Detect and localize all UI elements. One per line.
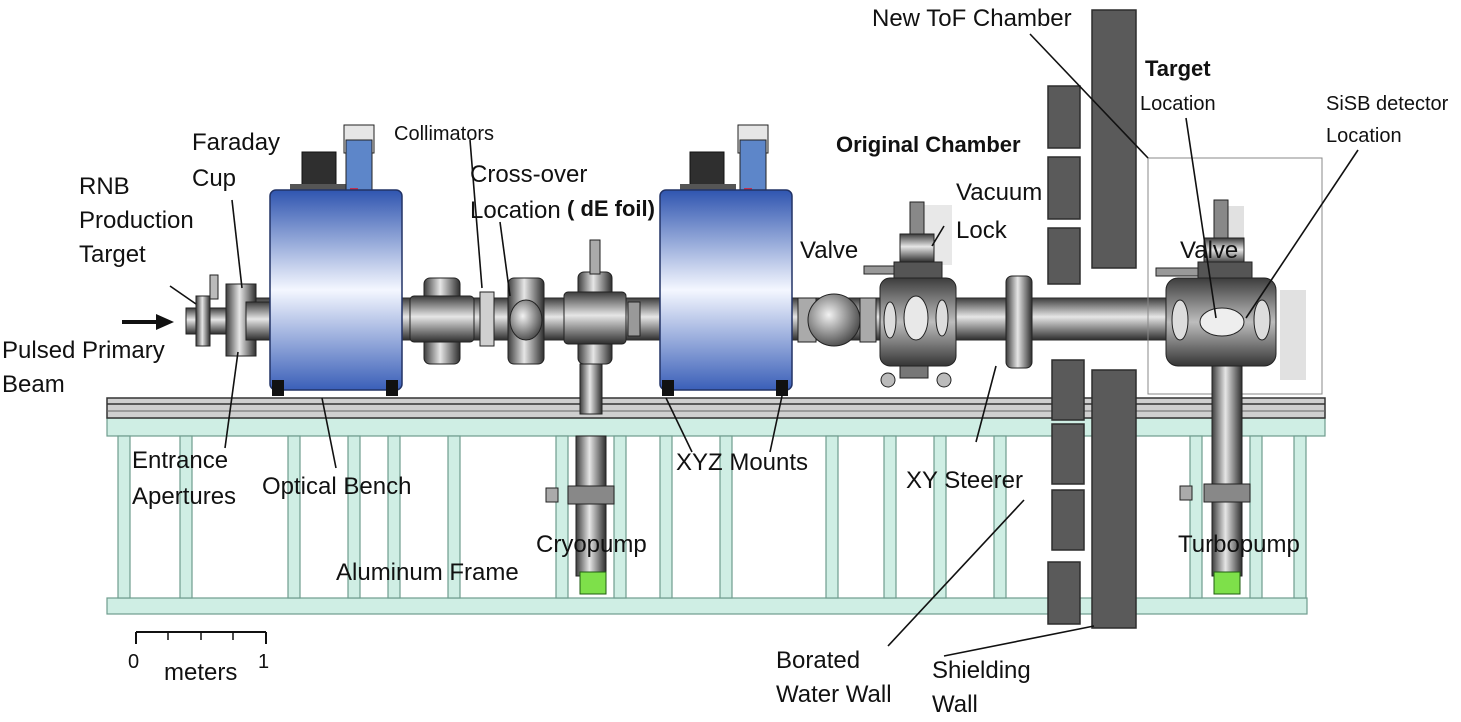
xy-steerer: [1006, 276, 1032, 368]
label-aluminum-frame: Aluminum Frame: [336, 559, 519, 586]
label-faraday-2: Cup: [192, 165, 236, 192]
label-vacuum-lock-2: Lock: [956, 217, 1008, 244]
label-sisb-1: SiSB detector: [1326, 93, 1449, 115]
label-pulsed-primary-1: Pulsed Primary: [2, 337, 165, 364]
label-borated-1: Borated: [776, 647, 860, 674]
borated-water-wall: [1048, 86, 1084, 624]
new-chamber: [1156, 200, 1306, 380]
label-optical-bench: Optical Bench: [262, 473, 411, 500]
label-faraday-1: Faraday: [192, 129, 280, 156]
faraday-cup: [226, 284, 270, 356]
label-entrance-1: Entrance: [132, 447, 228, 474]
scale-start: 0: [128, 651, 139, 673]
label-borated-2: Water Wall: [776, 681, 892, 708]
label-xy-steerer: XY Steerer: [906, 467, 1023, 494]
label-sisb-2: Location: [1326, 125, 1402, 147]
aluminum-frame: [107, 418, 1325, 614]
scale-unit: meters: [164, 659, 237, 686]
optical-bench: [107, 398, 1325, 418]
label-original-chamber: Original Chamber: [836, 132, 1021, 157]
label-xyz-mounts: XYZ Mounts: [676, 449, 808, 476]
label-valve-2: Valve: [1180, 237, 1238, 264]
scale-bar: 0 meters 1: [128, 632, 269, 686]
label-cross-over-2: Location: [470, 197, 561, 224]
label-collimators: Collimators: [394, 123, 494, 145]
label-shielding-1: Shielding: [932, 657, 1031, 684]
label-target-bold: Target: [1145, 56, 1211, 81]
label-entrance-2: Apertures: [132, 483, 236, 510]
dipole-magnet-2: [660, 125, 792, 396]
label-cryopump: Cryopump: [536, 531, 647, 558]
label-pulsed-primary-2: Beam: [2, 371, 65, 398]
label-target-location: Location: [1140, 93, 1216, 115]
dipole-magnet-1: [270, 125, 402, 396]
label-new-tof-chamber: New ToF Chamber: [872, 5, 1072, 32]
valve-1: [798, 294, 876, 346]
beam-arrow-icon: [122, 314, 174, 330]
label-de-foil: ( dE foil): [567, 196, 655, 221]
label-rnb-3: Target: [79, 241, 146, 268]
label-turbopump: Turbopump: [1178, 531, 1300, 558]
label-vacuum-lock-1: Vacuum: [956, 179, 1042, 206]
label-shielding-2: Wall: [932, 691, 978, 717]
label-rnb-1: RNB: [79, 173, 130, 200]
cross-pieces: [410, 240, 640, 414]
rnb-target-cross: [186, 275, 228, 346]
label-rnb-2: Production: [79, 207, 194, 234]
scale-end: 1: [258, 651, 269, 673]
label-valve-1: Valve: [800, 237, 858, 264]
label-cross-over-1: Cross-over: [470, 161, 587, 188]
